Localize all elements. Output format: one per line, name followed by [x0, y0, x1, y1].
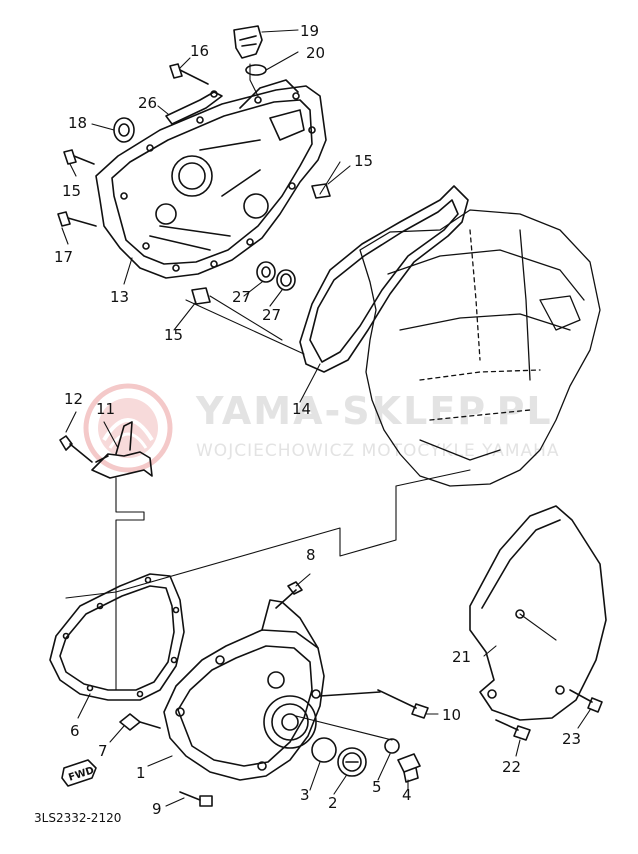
callout-4: 4 — [402, 786, 412, 804]
watermark-sub: WOJCIECHOWICZ MOTOCYKLE YAMAHA — [196, 441, 560, 461]
callout-11: 11 — [96, 400, 115, 418]
callout-26: 27 — [232, 288, 251, 306]
bolt-23 — [495, 719, 531, 741]
watermark-main: YAMA-SKLEP.PL — [195, 389, 553, 433]
reference-lines — [65, 63, 471, 691]
callout-7: 7 — [98, 742, 108, 760]
crankcase-cover-lower — [163, 599, 325, 781]
o-ring-3 — [311, 737, 337, 763]
callout-21: 20 — [306, 44, 325, 62]
callout-18: 17 — [54, 248, 73, 266]
plug-2 — [337, 747, 367, 777]
o-ring-5 — [384, 738, 400, 754]
bolt-9 — [179, 791, 213, 807]
sprocket-cover-22 — [469, 505, 607, 721]
o-ring-21 — [245, 64, 267, 76]
part-callouts: 19 20 16 26 18 15 17 13 15 15 27 27 14 1… — [54, 22, 581, 818]
dowel-pin-7 — [119, 713, 161, 731]
bracket-25 — [165, 90, 223, 125]
bolt-24 — [569, 689, 603, 713]
callout-5: 5 — [372, 778, 382, 796]
bolt-12 — [59, 435, 93, 463]
dowel-pin-upper — [311, 183, 331, 199]
callout-2: 2 — [328, 794, 338, 812]
dowel-pin-lower — [191, 287, 211, 305]
callout-1: 1 — [136, 764, 146, 782]
callout-19: 18 — [68, 114, 87, 132]
callout-27: 27 — [262, 306, 281, 324]
callout-12: 12 — [64, 390, 83, 408]
callout-20: 19 — [300, 22, 319, 40]
leader-lines — [61, 29, 591, 807]
callout-14: 14 — [292, 400, 311, 418]
bolt-17 — [169, 63, 209, 85]
callout-3: 3 — [300, 786, 310, 804]
bracket-11 — [91, 421, 153, 479]
callout-25: 26 — [138, 94, 157, 112]
callout-24: 23 — [562, 730, 581, 748]
fwd-arrow-icon — [61, 759, 97, 787]
callout-6: 6 — [70, 722, 80, 740]
watermark: YAMA-SKLEP.PL WOJCIECHOWICZ MOTOCYKLE YA… — [83, 383, 560, 473]
oil-filler-cap — [233, 25, 263, 59]
callout-22: 21 — [452, 648, 471, 666]
callout-16: 15 — [62, 182, 81, 200]
bolt-18 — [57, 211, 97, 227]
callout-10: 10 — [442, 706, 461, 724]
bolt-8 — [275, 581, 303, 609]
callout-17: 16 — [190, 42, 209, 60]
plug-4 — [397, 753, 421, 783]
callout-13: 13 — [110, 288, 129, 306]
seal-19 — [113, 117, 135, 143]
diagram-code: 3LS2332-2120 — [34, 811, 121, 825]
callout-23: 22 — [502, 758, 521, 776]
bolt-16 — [63, 149, 95, 165]
circlip-27 — [276, 269, 296, 291]
gasket-14 — [299, 185, 469, 373]
callout-15-lower: 15 — [164, 326, 183, 344]
callout-8: 8 — [306, 546, 316, 564]
seal-26 — [256, 261, 276, 283]
engine-block — [359, 209, 601, 487]
bolt-10 — [319, 689, 429, 719]
callout-15-upper: 15 — [354, 152, 373, 170]
gasket-6 — [49, 573, 185, 701]
crankcase-cover-upper — [95, 79, 327, 279]
callout-9: 9 — [152, 800, 162, 818]
